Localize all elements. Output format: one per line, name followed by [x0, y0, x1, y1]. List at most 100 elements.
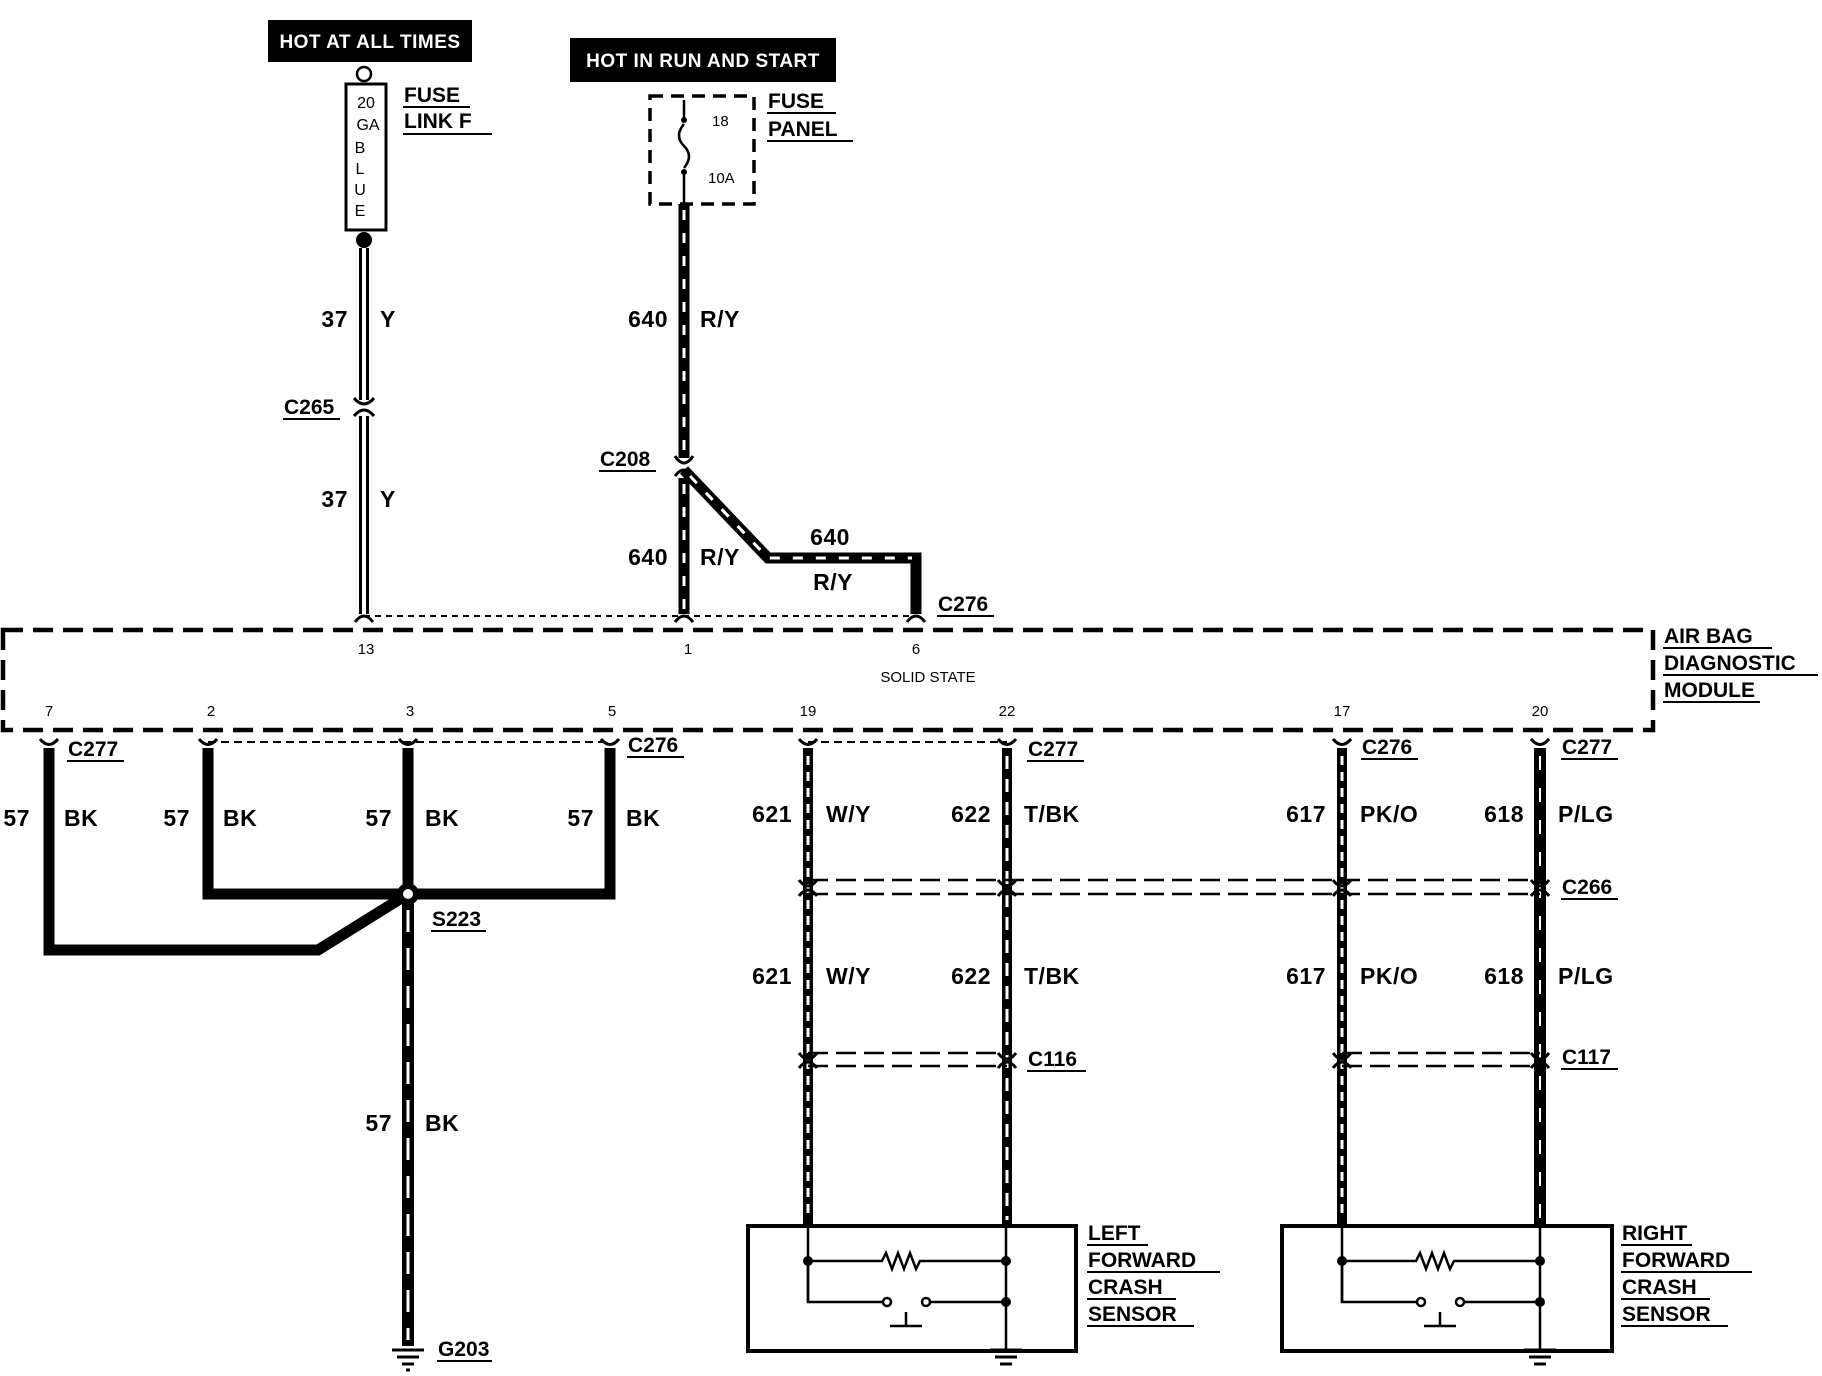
connector-c276-left: C276 — [627, 734, 684, 758]
connector-c276-right: C276 — [1361, 736, 1418, 760]
svg-text:10A: 10A — [708, 170, 735, 187]
pin-13: 13 — [358, 641, 375, 658]
svg-text:FORWARD: FORWARD — [1088, 1249, 1196, 1272]
svg-text:C117: C117 — [1562, 1046, 1611, 1069]
hot-at-all-times-label: HOT AT ALL TIMES — [268, 20, 472, 62]
connector-c208: C208 — [599, 448, 656, 472]
wire-622-upper-circuit: 622 — [951, 801, 991, 827]
svg-text:GA: GA — [356, 117, 379, 134]
pin-22: 22 — [999, 703, 1016, 720]
wire-57-ground-color: BK — [425, 1110, 459, 1136]
pin-1: 1 — [684, 641, 692, 658]
wire-618-upper-circuit: 618 — [1484, 801, 1524, 827]
wire-640-lower-circuit: 640 — [628, 544, 668, 570]
wire-57-b-color: BK — [223, 805, 257, 831]
wire-57-bk-group — [38, 737, 621, 1346]
wire-37-upper-circuit: 37 — [321, 306, 348, 332]
svg-text:B: B — [355, 140, 366, 157]
svg-text:FUSE: FUSE — [768, 90, 824, 113]
wire-617-lower-color: PK/O — [1360, 963, 1418, 989]
wire-57-c-circuit: 57 — [365, 805, 392, 831]
svg-text:C116: C116 — [1028, 1048, 1077, 1071]
svg-text:FUSE: FUSE — [404, 84, 460, 107]
svg-text:C277: C277 — [1028, 738, 1078, 761]
wire-640-lower-color: R/Y — [700, 544, 740, 570]
svg-text:18: 18 — [712, 113, 729, 130]
pin-7: 7 — [45, 703, 53, 720]
sensor-wires — [797, 737, 1551, 1226]
wire-617-upper-color: PK/O — [1360, 801, 1418, 827]
svg-text:C276: C276 — [938, 593, 988, 616]
pin-20: 20 — [1532, 703, 1549, 720]
wire-57-a-circuit: 57 — [3, 805, 30, 831]
pin-3: 3 — [406, 703, 414, 720]
svg-text:AIR BAG: AIR BAG — [1664, 625, 1753, 648]
ground-g203: G203 — [437, 1338, 492, 1362]
wire-621-lower-color: W/Y — [826, 963, 871, 989]
svg-text:MODULE: MODULE — [1664, 679, 1755, 702]
wire-621-upper-circuit: 621 — [752, 801, 792, 827]
wire-622-upper-color: T/BK — [1024, 801, 1080, 827]
wire-618-lower-color: P/LG — [1558, 963, 1614, 989]
svg-text:C277: C277 — [68, 738, 118, 761]
svg-text:SENSOR: SENSOR — [1088, 1303, 1177, 1326]
svg-text:CRASH: CRASH — [1622, 1276, 1697, 1299]
wire-57-ground-circuit: 57 — [365, 1110, 392, 1136]
wire-640-ry — [673, 204, 927, 623]
svg-text:S223: S223 — [432, 908, 481, 931]
fuse-link-label: FUSE LINK F — [403, 84, 492, 135]
fuse-panel: 18 10A — [648, 94, 756, 206]
pin-17: 17 — [1334, 703, 1351, 720]
svg-text:C276: C276 — [628, 734, 678, 757]
connector-c265: C265 — [283, 396, 340, 420]
solid-state-label: SOLID STATE — [880, 669, 975, 686]
pin-5: 5 — [608, 703, 616, 720]
svg-text:20: 20 — [357, 95, 375, 112]
wire-622-lower-circuit: 622 — [951, 963, 991, 989]
connector-c117: C117 — [1561, 1046, 1618, 1070]
svg-text:E: E — [355, 203, 366, 220]
wire-37-lower-circuit: 37 — [321, 486, 348, 512]
svg-text:C277: C277 — [1562, 736, 1612, 759]
svg-text:HOT IN RUN AND START: HOT IN RUN AND START — [586, 51, 820, 72]
svg-text:L: L — [356, 161, 365, 178]
air-bag-diagnostic-module: 13 1 6 SOLID STATE 7 2 3 5 19 22 17 20 — [0, 615, 1656, 733]
right-forward-crash-sensor — [1280, 1224, 1614, 1366]
wire-37-lower-color: Y — [380, 486, 396, 512]
pin-2: 2 — [207, 703, 215, 720]
wire-57-d-color: BK — [626, 805, 660, 831]
svg-text:C276: C276 — [1362, 736, 1412, 759]
wire-57-b-circuit: 57 — [163, 805, 190, 831]
wire-640-branch-circuit: 640 — [810, 524, 850, 550]
wire-618-upper-color: P/LG — [1558, 801, 1614, 827]
ground-g203-symbol — [392, 1348, 424, 1372]
svg-text:U: U — [354, 182, 366, 199]
wire-621-upper-color: W/Y — [826, 801, 871, 827]
svg-text:LEFT: LEFT — [1088, 1222, 1141, 1245]
connector-c116: C116 — [1027, 1048, 1086, 1072]
wire-57-c-color: BK — [425, 805, 459, 831]
connector-c266: C266 — [1561, 876, 1618, 900]
wire-37-upper-color: Y — [380, 306, 396, 332]
svg-text:LINK F: LINK F — [404, 110, 472, 133]
left-forward-crash-sensor — [746, 1224, 1078, 1366]
svg-text:C265: C265 — [284, 396, 335, 419]
fuse-link-f: 20 GA B L U E — [344, 65, 388, 248]
wire-640-upper-color: R/Y — [700, 306, 740, 332]
svg-text:C208: C208 — [600, 448, 651, 471]
svg-text:G203: G203 — [438, 1338, 489, 1361]
svg-text:CRASH: CRASH — [1088, 1276, 1163, 1299]
svg-text:PANEL: PANEL — [768, 118, 838, 141]
pin-19: 19 — [800, 703, 817, 720]
connector-c277-right: C277 — [1561, 736, 1618, 760]
wire-617-lower-circuit: 617 — [1286, 963, 1326, 989]
svg-text:C266: C266 — [1562, 876, 1612, 899]
right-sensor-label: RIGHT FORWARD CRASH SENSOR — [1621, 1222, 1752, 1327]
pin-6: 6 — [912, 641, 920, 658]
wire-640-upper-circuit: 640 — [628, 306, 668, 332]
hot-in-run-start-label: HOT IN RUN AND START — [570, 38, 836, 82]
connector-c277-mid: C277 — [1027, 738, 1084, 762]
connector-c276-top: C276 — [937, 593, 994, 617]
fuse-panel-label: FUSE PANEL — [767, 90, 853, 142]
